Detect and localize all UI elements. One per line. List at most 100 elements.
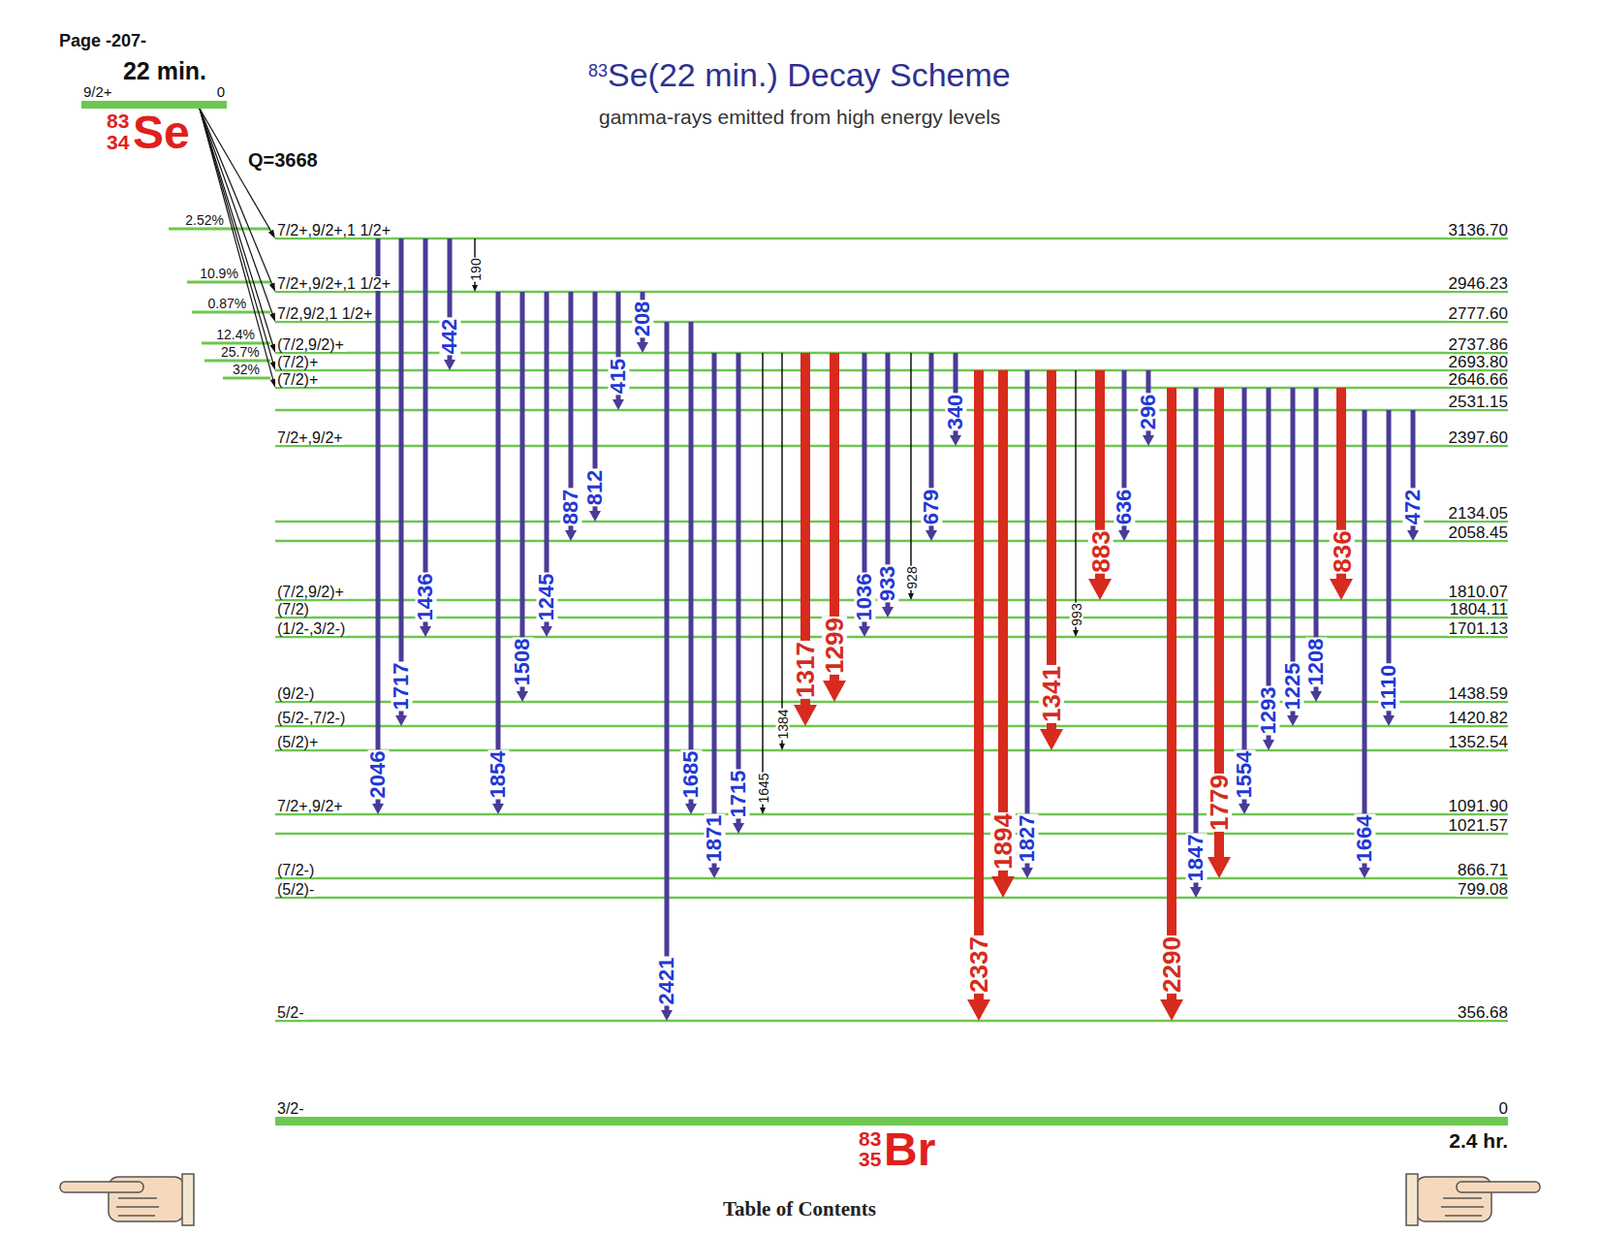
level-line — [275, 724, 1508, 728]
hand-lines — [116, 1197, 159, 1216]
hand-lines — [1441, 1197, 1484, 1216]
energy-level: (9/2-)1438.59 — [275, 686, 1508, 702]
arrow-head — [1142, 435, 1155, 446]
spin-parity: (7/2)+ — [275, 354, 320, 370]
gamma-energy: 1664 — [1353, 813, 1376, 863]
gamma-transition — [685, 321, 697, 815]
transition-shaft — [1074, 370, 1077, 632]
arrow-head — [589, 510, 601, 522]
energy-level: (1/2-,3/2-)1701.13 — [275, 621, 1508, 637]
feeding-stub — [168, 227, 271, 231]
level-energy: 1438.59 — [1446, 686, 1508, 701]
arrow-head — [1310, 690, 1322, 702]
gamma-energy: 1847 — [1185, 832, 1207, 882]
hand-cuff — [182, 1173, 194, 1225]
feeding-percent: 25.7% — [220, 345, 260, 359]
arrow-head — [540, 626, 553, 637]
level-row: (7/2-) 866.71 — [275, 862, 1508, 879]
level-line — [275, 896, 1508, 900]
gamma-transition — [908, 352, 914, 600]
spin-parity: (7/2,9/2)+ — [275, 337, 346, 352]
transition-shaft — [712, 352, 718, 871]
energy-level: 7/2+,9/2+2397.60 — [275, 430, 1508, 446]
level-row: (7/2) 1804.11 — [275, 601, 1508, 618]
level-line — [275, 237, 1508, 241]
gamma-energy: 190 — [468, 256, 482, 282]
level-energy: 2646.66 — [1446, 372, 1508, 387]
level-row: 7/2+,9/2+2397.60 — [275, 430, 1508, 446]
transition-shaft — [781, 352, 784, 746]
level-energy: 2777.60 — [1446, 306, 1508, 321]
gamma-transition — [395, 238, 408, 726]
gamma-energy: 2337 — [966, 935, 992, 994]
level-row: 7/2+,9/2+,1 1/2+2946.23 — [275, 276, 1508, 292]
transition-shaft — [496, 291, 502, 807]
energy-level: 7/2+,9/2+,1 1/2+2946.23 — [275, 276, 1508, 292]
gamma-energy: 883 — [1087, 529, 1113, 573]
level-row: 2134.05 — [275, 505, 1508, 522]
spin-parity: 5/2- — [275, 1004, 307, 1020]
level-energy: 0 — [217, 84, 225, 100]
energy-level: (7/2) 1804.11 — [275, 601, 1508, 618]
gamma-energy: 2290 — [1159, 935, 1185, 994]
arrow-head — [1407, 530, 1419, 541]
gamma-energy: 1894 — [990, 812, 1016, 871]
gamma-energy: 1436 — [414, 571, 437, 622]
level-row: 3/2-0 — [275, 1100, 1508, 1117]
gamma-energy: 1508 — [511, 636, 534, 687]
gamma-energy: 836 — [1328, 529, 1354, 573]
spin-parity: (7/2) — [275, 601, 312, 617]
level-energy: 1021.57 — [1446, 817, 1508, 833]
transition-shaft — [1193, 387, 1199, 890]
feeding-percent: 12.4% — [216, 327, 255, 342]
gamma-transition — [1190, 387, 1202, 898]
gamma-energy: 636 — [1113, 487, 1135, 526]
spin-parity: (7/2-) — [275, 862, 316, 878]
arrow-head — [949, 435, 962, 446]
page-number: Page -207- — [59, 31, 147, 50]
level-energy: 1091.90 — [1446, 798, 1508, 814]
arrow-head — [858, 626, 871, 637]
energy-level: (7/2)+2646.66 — [275, 372, 1508, 388]
gamma-energy: 1854 — [487, 749, 509, 799]
gamma-energy: 1208 — [1305, 636, 1327, 687]
spin-parity: 7/2+,9/2+,1 1/2+ — [275, 222, 393, 238]
level-energy: 1804.11 — [1447, 601, 1508, 617]
gamma-energy: 1225 — [1282, 660, 1304, 711]
level-energy: 2134.05 — [1446, 505, 1508, 521]
level-line — [275, 290, 1508, 294]
energy-level: 2134.05 — [275, 505, 1508, 522]
transition-shaft — [199, 108, 274, 286]
arrow-head — [471, 284, 478, 292]
transition-shaft — [1242, 387, 1248, 807]
arrow-head — [1021, 867, 1034, 879]
level-line — [275, 369, 1508, 373]
gamma-transition — [660, 321, 673, 1021]
level-energy: 866.71 — [1455, 862, 1508, 878]
gamma-transition — [1021, 370, 1034, 879]
gamma-energy: 1036 — [853, 571, 876, 622]
arrow-head — [1358, 867, 1371, 879]
gamma-transition — [1072, 370, 1079, 637]
arrow-head — [759, 807, 766, 815]
feeding-percent: 10.9% — [199, 266, 239, 281]
atomic-number: 34 — [106, 131, 129, 153]
gamma-transition — [492, 291, 504, 815]
subtitle: gamma-rays emitted from high energy leve… — [598, 106, 1001, 127]
arrow-head — [395, 715, 408, 726]
feeding-percent: 0.87% — [208, 296, 248, 311]
arrow-head — [925, 530, 938, 541]
level-row: (5/2)+1352.54 — [275, 734, 1508, 751]
arrow-head — [1072, 629, 1079, 637]
transition-shaft — [973, 370, 984, 1006]
arrow-head — [443, 359, 456, 371]
spin-parity: 9/2+ — [83, 84, 113, 100]
gamma-transition — [732, 352, 745, 834]
level-lines — [275, 238, 1508, 1021]
level-line — [275, 539, 1508, 543]
level-energy: 799.08 — [1455, 881, 1508, 897]
level-row: (5/2-,7/2-)1420.82 — [275, 710, 1508, 726]
beta-feeding-arrow — [199, 108, 276, 371]
spin-parity: 3/2- — [275, 1100, 307, 1116]
level-energy: 356.68 — [1455, 1004, 1508, 1020]
